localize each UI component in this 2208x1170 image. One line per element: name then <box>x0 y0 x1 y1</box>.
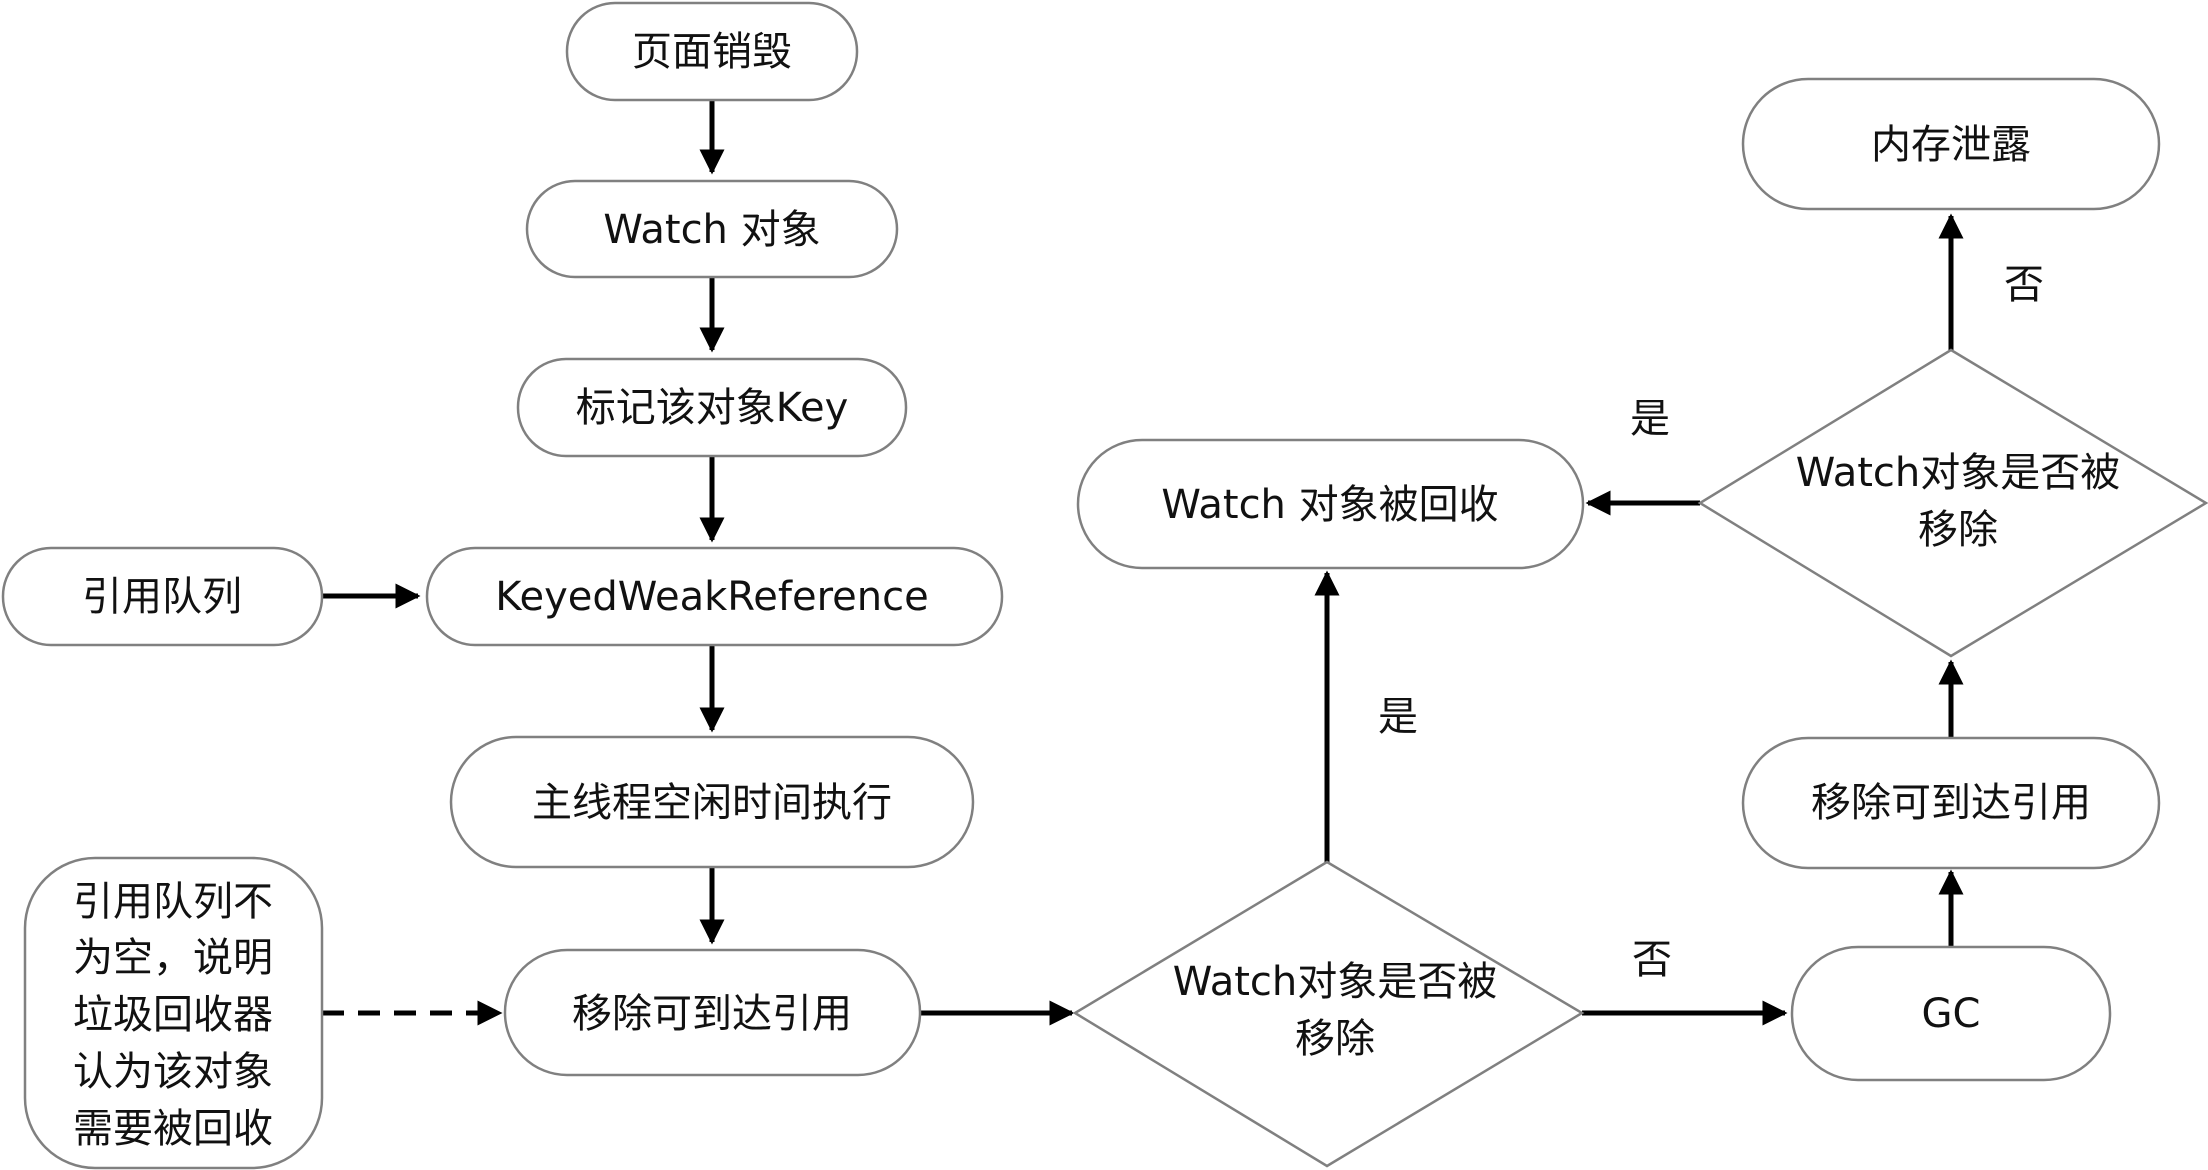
node-watch-object: Watch 对象 <box>525 179 899 279</box>
node-mark-key: 标记该对象Key <box>516 357 908 458</box>
node-keyed-weak-reference: KeyedWeakReference <box>425 546 1004 647</box>
node-memory-leak-label: 内存泄露 <box>1871 122 2031 168</box>
node-decision-1-line-2: 移除 <box>1295 1016 1375 1062</box>
node-ref-queue: 引用队列 <box>1 546 324 647</box>
edge-label-no-1: 否 <box>1632 937 1672 983</box>
edge-label-yes-1: 是 <box>1378 694 1418 740</box>
node-idle-exec-label: 主线程空闲时间执行 <box>532 780 892 826</box>
node-collected-label: Watch 对象被回收 <box>1161 482 1498 528</box>
node-decision-2: Watch对象是否被 移除 <box>1697 348 2208 658</box>
node-remove-reachable-2-label: 移除可到达引用 <box>1811 780 2091 826</box>
edge-label-yes-2: 是 <box>1630 396 1670 442</box>
node-page-destroy: 页面销毁 <box>565 1 859 102</box>
node-decision-2-line-1: Watch对象是否被 <box>1796 450 2121 496</box>
node-gc-label: GC <box>1922 991 1981 1037</box>
node-keyed-weak-reference-label: KeyedWeakReference <box>495 574 928 620</box>
node-remove-reachable-1: 移除可到达引用 <box>503 948 922 1077</box>
node-note-line-5: 需要被回收 <box>73 1106 273 1152</box>
node-gc: GC <box>1790 945 2112 1082</box>
node-collected: Watch 对象被回收 <box>1076 438 1585 570</box>
node-decision-1: Watch对象是否被 移除 <box>1072 860 1585 1168</box>
node-page-destroy-label: 页面销毁 <box>632 29 792 75</box>
node-idle-exec: 主线程空闲时间执行 <box>449 735 975 869</box>
node-note-line-1: 引用队列不 <box>73 879 273 925</box>
node-note-line-3: 垃圾回收器 <box>73 992 273 1038</box>
node-note: 引用队列不 为空，说明 垃圾回收器 认为该对象 需要被回收 <box>23 856 324 1170</box>
node-mark-key-label: 标记该对象Key <box>576 385 849 431</box>
node-note-line-2: 为空，说明 <box>73 935 273 981</box>
node-decision-2-line-2: 移除 <box>1918 507 1998 553</box>
node-ref-queue-label: 引用队列 <box>82 574 242 620</box>
node-remove-reachable-2: 移除可到达引用 <box>1741 736 2161 870</box>
node-remove-reachable-1-label: 移除可到达引用 <box>572 991 852 1037</box>
node-note-line-4: 认为该对象 <box>73 1049 273 1095</box>
node-watch-object-label: Watch 对象 <box>603 207 820 253</box>
node-decision-1-line-1: Watch对象是否被 <box>1173 959 1498 1005</box>
node-memory-leak: 内存泄露 <box>1741 77 2161 211</box>
edge-label-no-2: 否 <box>2004 262 2044 308</box>
